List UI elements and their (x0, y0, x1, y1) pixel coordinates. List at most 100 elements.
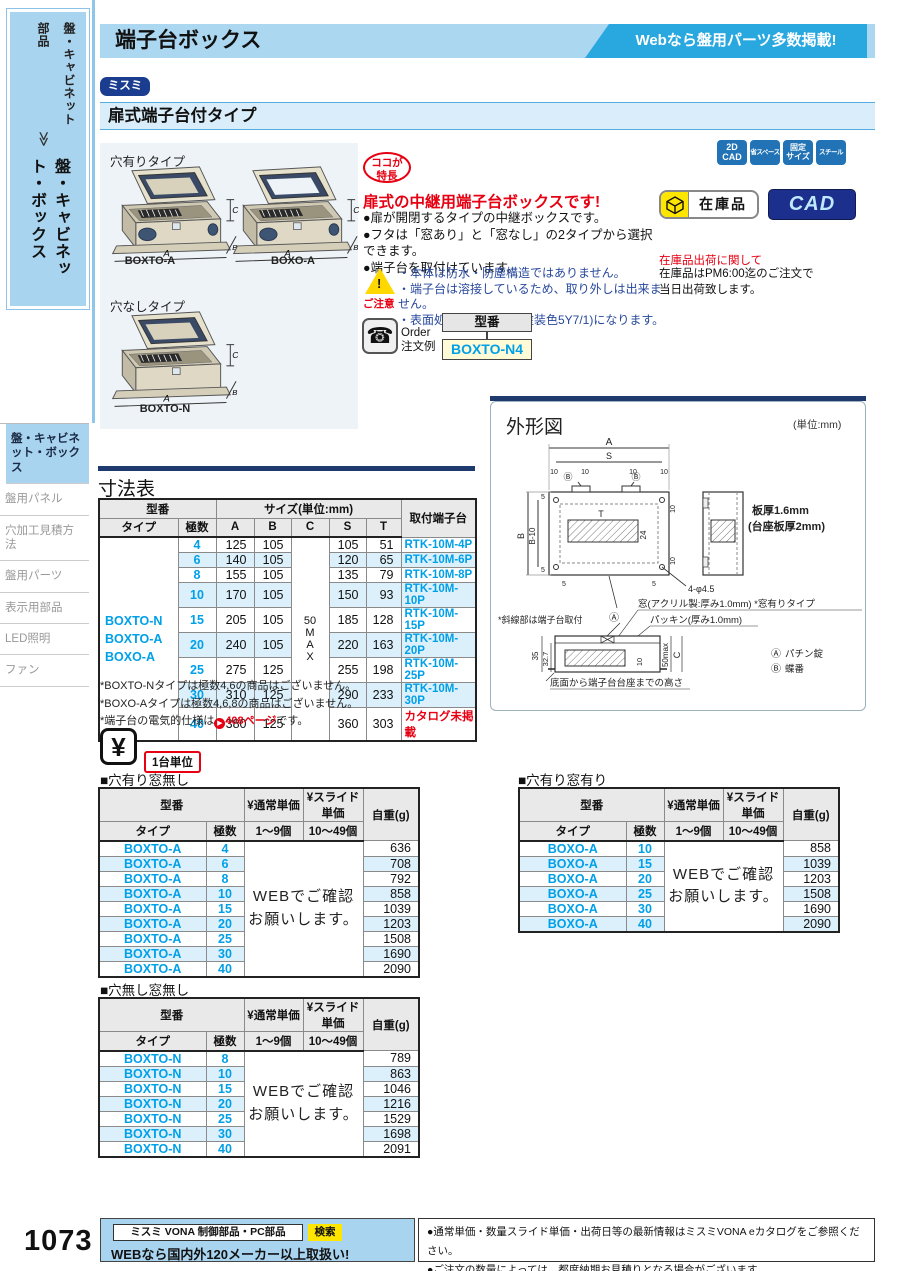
legend-a-mark: Ⓐ (771, 648, 781, 660)
base-plate-thickness: (台座板厚2mm) (748, 519, 825, 533)
poles-cell: 15 (177, 607, 217, 633)
weight-cell: 1690 (362, 945, 420, 962)
sidebar-item-fan[interactable]: ファン (0, 655, 89, 687)
dim-t: T (598, 509, 604, 519)
caution-label: ご注意 (363, 298, 395, 310)
poles-cell: 10 (177, 582, 217, 608)
svg-text:A: A (283, 249, 290, 260)
outline-drawing: A S 10 10 10 10 Ⓑ Ⓑ T 24 B B-10 5 5 10 1… (498, 437, 862, 690)
poles-cell: 40 (205, 960, 245, 977)
search-button[interactable]: 検索 (308, 1224, 342, 1241)
type-cell: BOXO-A (518, 900, 627, 917)
hinge-mark: Ⓑ (631, 472, 640, 482)
mount-cell-link[interactable]: RTK-10M-10P (400, 582, 477, 608)
dim-b-cell: 105 (253, 607, 292, 633)
unit-badge: 1台単位 (144, 751, 201, 773)
outline-drawing-title: 外形図 (506, 417, 564, 438)
type-cell: BOXTO-N (98, 1125, 207, 1142)
sidebar-category-title: 盤・キャビネット・ボックス (28, 158, 69, 277)
svg-text:B: B (353, 243, 358, 252)
poles-cell: 20 (625, 870, 665, 887)
dim-b-cell: 105 (253, 582, 292, 608)
note: *BOXO-Aタイプは極数4,6,8の商品はございません。 (100, 697, 359, 710)
mount-cell-link[interactable]: RTK-10M-25P (400, 657, 477, 683)
col-b: B (253, 517, 292, 538)
cube-icon (661, 192, 689, 217)
type-label-with-hole: 穴有りタイプ (110, 155, 186, 169)
sidebar-divider (92, 0, 95, 423)
dim-a-cell: 310 (215, 682, 255, 708)
dim-s-cell: 120 (328, 552, 367, 568)
sidebar-item-panel[interactable]: 盤用パネル (0, 484, 89, 516)
sidebar-category-panel: 盤・キャビネット 部品 ≫ 盤・キャビネット・ボックス (6, 8, 90, 310)
type-cell: BOXTO-A (98, 915, 207, 932)
type-cell: BOXTO-A (98, 960, 207, 977)
dimension-table: 型番 サイズ(単位:mm) 取付端子台 タイプ 極数 A B C S T BOX… (98, 498, 477, 742)
model-label: BOXTO-N (139, 403, 191, 415)
type-cell: BOXTO-N (98, 1140, 207, 1157)
dim-5: 5 (541, 567, 545, 574)
dim-s-cell: 105 (328, 536, 367, 553)
poles-cell: 4 (177, 536, 217, 553)
svg-text:A: A (162, 249, 169, 260)
dim-holes: 4-φ4.5 (688, 584, 714, 594)
type-cell: BOXO-A (518, 840, 627, 857)
dim-t-cell: 79 (365, 567, 402, 583)
model-number-header: 型番 (442, 313, 532, 332)
order-example-model: BOXTO-N4 (442, 339, 532, 360)
poles-cell: 30 (205, 945, 245, 962)
mount-cell-link[interactable]: RTK-10M-30P (400, 682, 477, 708)
sidebar-item-led[interactable]: LED照明 (0, 624, 89, 656)
footer-notes: ●通常単価・数量スライド単価・出荷日等の最新情報はミスミVONA eカタログをご… (418, 1218, 875, 1271)
mount-cell: カタログ未掲載 (400, 707, 477, 742)
col-type: タイプ (98, 517, 179, 538)
sidebar-item-parts[interactable]: 盤用パーツ (0, 561, 89, 593)
weight-cell: 1039 (362, 900, 420, 917)
dim-b-cell: 105 (253, 552, 292, 568)
caution-note: ・表面処理は焼付塗装(塗装色5Y7/1)になります。 (398, 313, 668, 329)
shipping-note-title: 在庫品出荷に関して (659, 255, 763, 267)
sidebar-item-display[interactable]: 表示用部品 (0, 593, 89, 624)
poles-cell: 8 (177, 567, 217, 583)
dim-s-cell: 185 (328, 607, 367, 633)
weight-cell: 792 (362, 870, 420, 887)
dim-10: 10 (660, 469, 668, 476)
mount-cell-link[interactable]: RTK-10M-8P (400, 567, 477, 583)
mount-cell-link[interactable]: RTK-10M-4P (400, 536, 477, 553)
page-link[interactable]: 408ページ (225, 715, 277, 728)
type-cell: BOXTO-A (98, 840, 207, 857)
cad-button[interactable]: CAD (768, 189, 856, 220)
dim-10: 10 (635, 658, 644, 666)
sidebar-menu: 盤・キャビネット・ボックス 盤用パネル 穴加工見積方法 盤用パーツ 表示用部品 … (0, 423, 89, 687)
poles-cell: 4 (205, 840, 245, 857)
mount-cell-link[interactable]: RTK-10M-15P (400, 607, 477, 633)
caution-note: ・本体は防水・防塵構造ではありません。 (398, 266, 626, 280)
svg-text:B: B (232, 243, 237, 252)
latch-mark: Ⓐ (609, 612, 619, 624)
mount-cell-link[interactable]: RTK-10M-20P (400, 632, 477, 658)
type-cell: BOXTO-A (98, 885, 207, 902)
poles-cell: 40 (625, 915, 665, 932)
mount-cell-link[interactable]: RTK-10M-6P (400, 552, 477, 568)
dim-t-cell: 303 (365, 707, 402, 742)
sidebar-item-drilling[interactable]: 穴加工見積方法 (0, 516, 89, 562)
dim-t-cell: 65 (365, 552, 402, 568)
caution-note: ・端子台は溶接しているため、取り外しは出来ません。 (398, 281, 662, 312)
footer-note: ●ご注文の数量によっては、都度納期お見積りとなる場合がございます。 (427, 1263, 767, 1271)
poles-cell: 25 (205, 930, 245, 947)
sidebar-item-current[interactable]: 盤・キャビネット・ボックス (6, 424, 89, 485)
dim-b-cell: 125 (253, 682, 292, 708)
poles-cell: 25 (205, 1110, 245, 1127)
type-cell: BOXTO-N (98, 1080, 207, 1097)
product-title: 扉式端子台付タイプ (100, 102, 875, 130)
tag-steel: スチール (816, 140, 846, 165)
